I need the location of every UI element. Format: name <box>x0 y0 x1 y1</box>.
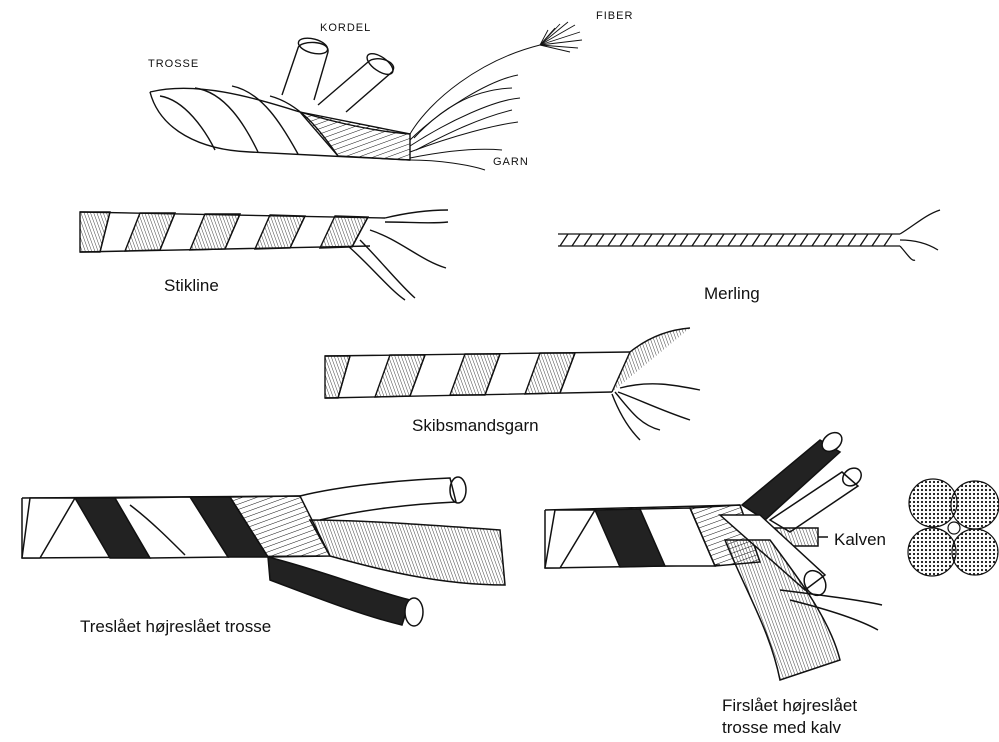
cross-section-four-strands <box>908 479 999 576</box>
treslaaet-trosse-drawing <box>22 477 505 626</box>
label-stikline: Stikline <box>164 276 219 296</box>
label-firslaaet-line1: Firslået højreslået <box>722 696 857 716</box>
rope-anatomy-drawing <box>150 22 582 170</box>
label-treslaaet-trosse: Treslået højreslået trosse <box>80 617 271 637</box>
label-trosse: TROSSE <box>148 58 199 70</box>
label-merling: Merling <box>704 284 760 304</box>
label-skibsmandsgarn: Skibsmandsgarn <box>412 416 539 436</box>
label-kalven: Kalven <box>834 530 886 550</box>
label-kordel: KORDEL <box>320 22 371 34</box>
stikline-drawing <box>80 210 448 300</box>
label-garn: GARN <box>493 156 529 168</box>
kordel-strands <box>282 35 396 112</box>
label-firslaaet-line2: trosse med kalv <box>722 718 841 738</box>
label-fiber: FIBER <box>596 10 633 22</box>
firslaaet-trosse-drawing <box>545 429 882 680</box>
fiber-tuft <box>540 22 582 52</box>
garn-yarns <box>410 45 540 170</box>
merling-drawing <box>558 210 940 260</box>
